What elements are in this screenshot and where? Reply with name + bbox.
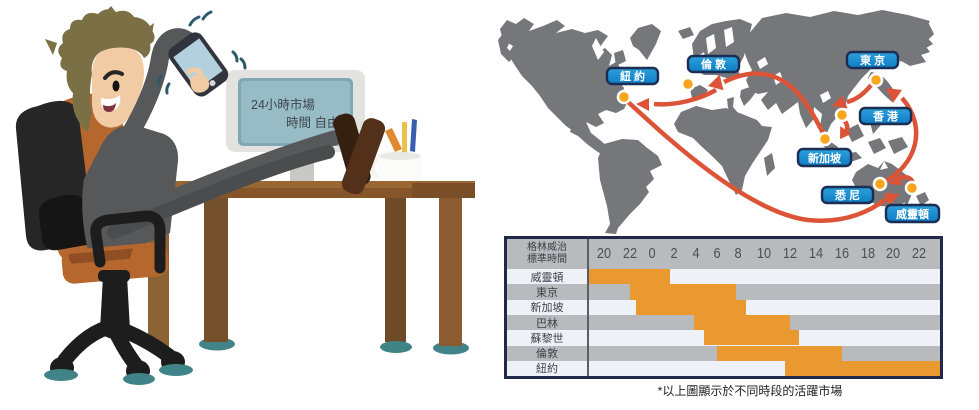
svg-text:威靈頓: 威靈頓	[896, 207, 929, 221]
svg-text:24小時市場: 24小時市場	[251, 97, 315, 112]
svg-text:紐 約: 紐 約	[620, 69, 645, 83]
svg-text:倫 敦: 倫 敦	[701, 57, 727, 71]
svg-text:東 京: 東 京	[860, 53, 885, 67]
svg-text:新加坡: 新加坡	[808, 151, 842, 165]
svg-text:香 港: 香 港	[872, 109, 899, 123]
svg-text:悉 尼: 悉 尼	[834, 188, 860, 202]
svg-text:時間 自由: 時間 自由	[286, 116, 339, 130]
